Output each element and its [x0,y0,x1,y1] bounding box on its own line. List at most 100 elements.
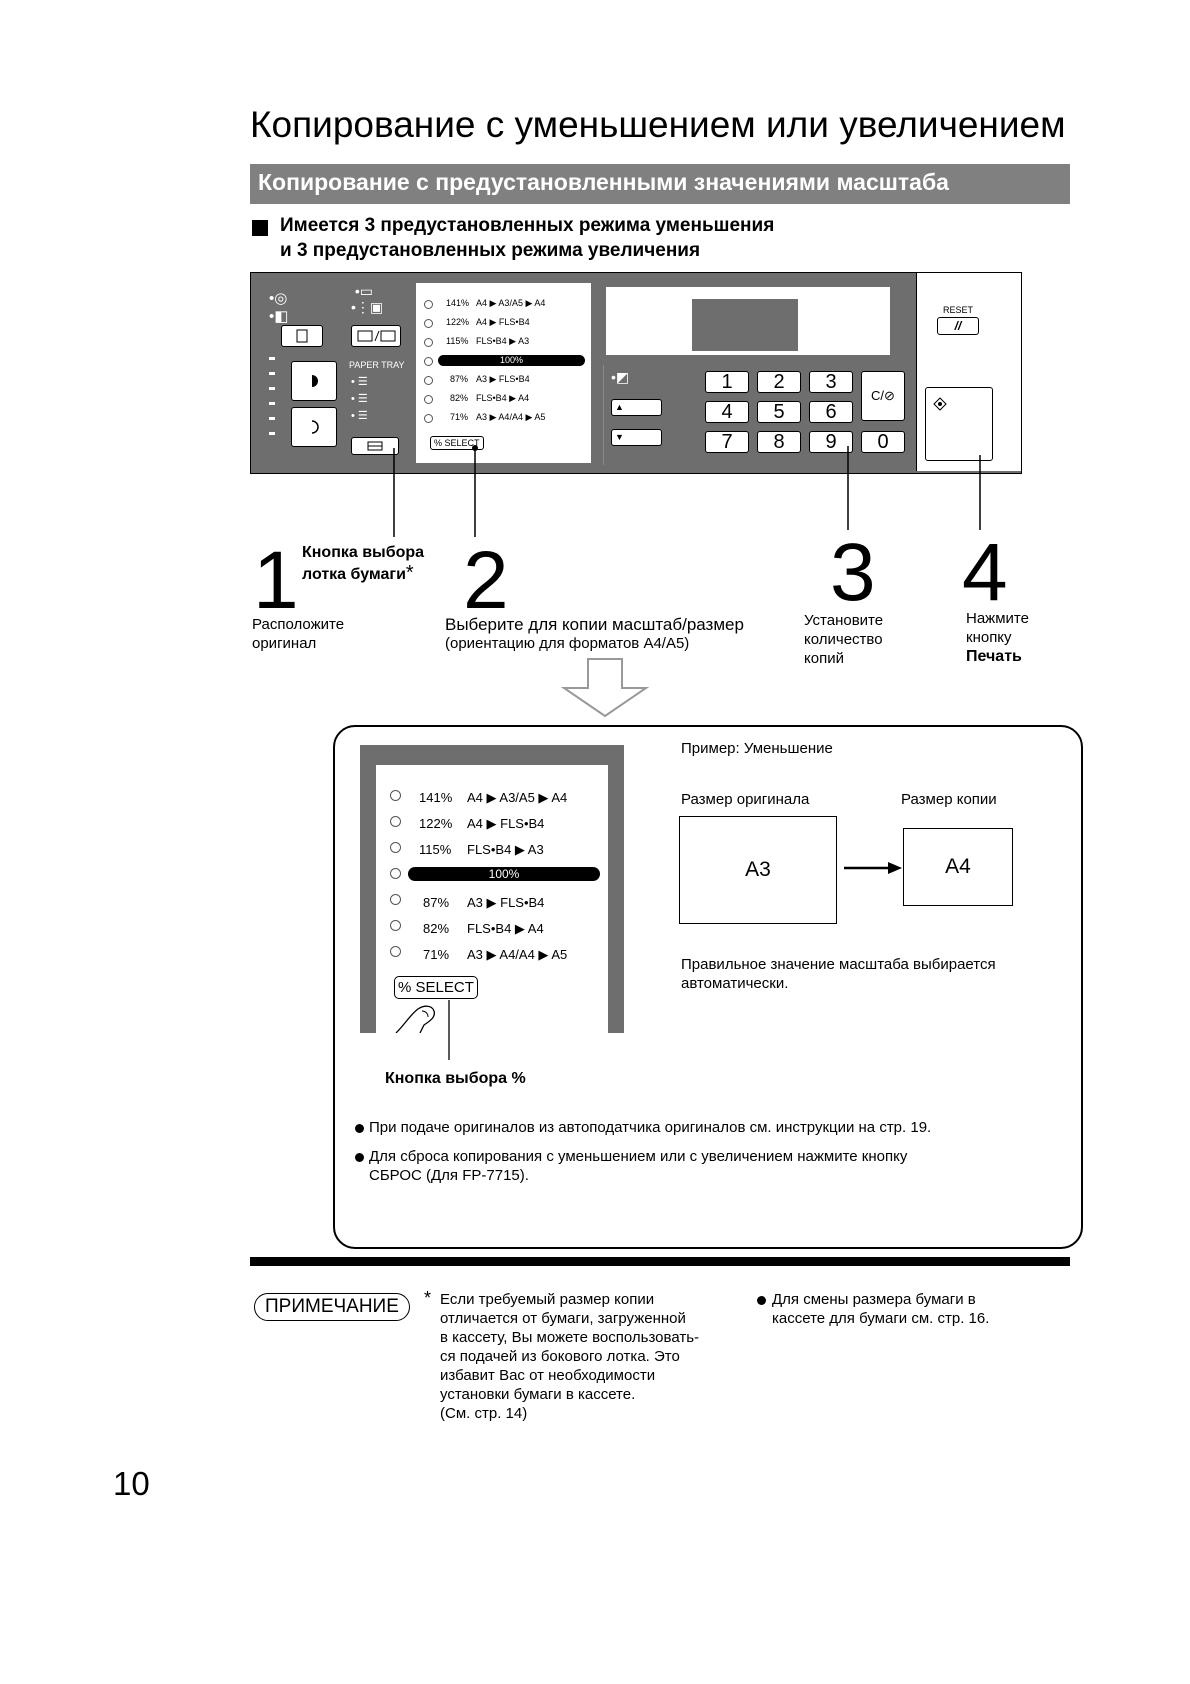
zoom-text: A4 ▶ FLS•B4 [476,317,530,327]
zoom-text: A4 ▶ A3/A5 ▶ A4 [467,790,568,805]
paper-tray-button[interactable] [351,437,399,455]
right-panel: RESET // [916,273,1021,471]
key-1[interactable]: 1 [705,371,749,393]
note-right-line1: Для смены размера бумаги в [772,1291,976,1308]
page-title: Копирование с уменьшением или увеличение… [250,104,1066,145]
paper-tray-label: PAPER TRAY [349,360,405,370]
down-arrow-icon [560,658,650,718]
zoom-text: A3 ▶ A4/A4 ▶ A5 [476,412,546,422]
zoom-option-indicator [424,319,433,328]
step-2-desc-line2: (ориентацию для форматов A4/A5) [445,635,690,652]
step-1-title: Кнопка выбора лотка бумаги* [302,543,424,585]
select-caption: Кнопка выбора % [385,1070,526,1087]
note-line: установки бумаги в кассете. [440,1386,636,1403]
key-3[interactable]: 3 [809,371,853,393]
step-4-desc-line1: Нажмите [966,610,1029,627]
display-window [606,287,890,355]
note-line: в кассету, Вы можете воспользовать- [440,1329,700,1346]
zoom-pct: 82% [423,921,450,936]
key-2[interactable]: 2 [757,371,801,393]
bullet-icon [355,1124,364,1133]
zoom-100-bar: 100% [438,355,585,366]
copy-paper: A4 [903,828,1013,906]
zoom-text: FLS•B4 ▶ A4 [476,393,530,403]
bullet-2-text: Для сброса копирования с уменьшением или… [369,1147,907,1185]
step-1-desc-line2: оригинал [252,635,317,652]
clear-stop-button[interactable]: C/⊘ [861,371,905,421]
bullet-2-line2: СБРОС (Для FP-7715). [369,1167,529,1184]
reset-button[interactable]: // [937,317,979,335]
zoom-text: A3 ▶ FLS•B4 [476,374,530,384]
duplex-mode-icon: •▭•⋮▣ [351,283,384,315]
note-line: отличается от бумаги, загруженной [440,1310,686,1327]
zoom-option-indicator [390,868,401,879]
zoom-pct: 122% [446,317,470,327]
step-3-desc-line2: количество [804,631,883,648]
zoom-text: A3 ▶ A4/A4 ▶ A5 [467,947,568,962]
heading-line-2: и 3 предустановленных режима увеличения [280,240,701,261]
zoom-text: FLS•B4 ▶ A3 [467,842,544,857]
step-2-desc-line1: Выберите для копии масштаб/размер [445,615,744,634]
zoom-option-indicator [390,842,401,853]
reset-label: RESET [943,305,974,315]
auto-text-line2: автоматически. [681,975,789,992]
bullet-1-text: При подаче оригиналов из автоподатчика о… [369,1119,932,1136]
auto-text-line1: Правильное значение масштаба выбирается [681,956,996,973]
bullet-icon [757,1296,766,1305]
zoom-text: FLS•B4 ▶ A4 [467,921,544,936]
step-4-desc-line2: кнопку [966,629,1012,646]
original-paper: A3 [679,816,837,924]
up-button[interactable]: ▲ [611,399,662,416]
step-1-desc: Расположите оригинал [252,615,344,653]
start-button[interactable] [925,387,993,461]
zoom-pct: 87% [423,895,450,910]
zoom-100-bar: 100% [408,867,600,881]
note-line: ся подачей из бокового лотка. Это [440,1348,680,1365]
bullet-icon [355,1153,364,1162]
zoom-text: FLS•B4 ▶ A3 [476,336,530,346]
interrupt-icon: •◩ [611,369,630,385]
mode-button[interactable] [281,325,323,347]
page-number: 10 [113,1465,150,1502]
original-size-label: Размер оригинала [681,791,810,808]
document-mode-icon: •◎•◧ [269,290,289,325]
zoom-pct: 141% [419,790,453,805]
duplex-button[interactable] [351,325,401,347]
zoom-pct: 141% [446,298,470,308]
copy-size-label: Размер копии [901,791,997,808]
example-box [333,725,1083,1249]
step-2-number: 2 [463,535,509,626]
key-7[interactable]: 7 [705,431,749,453]
lighter-button[interactable] [291,407,337,447]
square-bullet-icon [252,220,268,236]
key-6[interactable]: 6 [809,401,853,423]
down-button[interactable]: ▼ [611,429,662,446]
note-line: (См. стр. 14) [440,1405,528,1422]
zoom-option-indicator [424,395,433,404]
section-header-text: Копирование с предустановленными значени… [258,169,949,195]
zoom-option-indicator [424,376,433,385]
step-3-desc-line1: Установите [804,612,884,629]
percent-select-button-enlarged[interactable]: % SELECT [394,976,478,999]
note-left-text: Если требуемый размер копии отличается о… [440,1290,699,1423]
zoom-panel-enlarged-face: 141% A4 ▶ A3/A5 ▶ A4 122% A4 ▶ FLS•B4 11… [376,765,608,1033]
key-9[interactable]: 9 [809,431,853,453]
step-1-desc-line1: Расположите [252,616,345,633]
zoom-text: A4 ▶ FLS•B4 [467,816,545,831]
divider-rule [250,1257,1070,1266]
percent-select-button[interactable]: % SELECT [430,436,484,450]
keypad-divider [603,365,604,465]
zoom-option-indicator [424,414,433,423]
darker-button[interactable] [291,361,337,401]
section-header: Копирование с предустановленными значени… [250,164,1070,204]
bullet-2-line1: Для сброса копирования с уменьшением или… [369,1148,908,1165]
key-4[interactable]: 4 [705,401,749,423]
key-8[interactable]: 8 [757,431,801,453]
tray-indicators: • ☰• ☰• ☰ [351,376,368,422]
zoom-panel-enlarged: 141% A4 ▶ A3/A5 ▶ A4 122% A4 ▶ FLS•B4 11… [360,745,624,1033]
auto-text: Правильное значение масштаба выбирается … [681,955,996,993]
display-screen [692,299,798,351]
key-5[interactable]: 5 [757,401,801,423]
key-0[interactable]: 0 [861,431,905,453]
